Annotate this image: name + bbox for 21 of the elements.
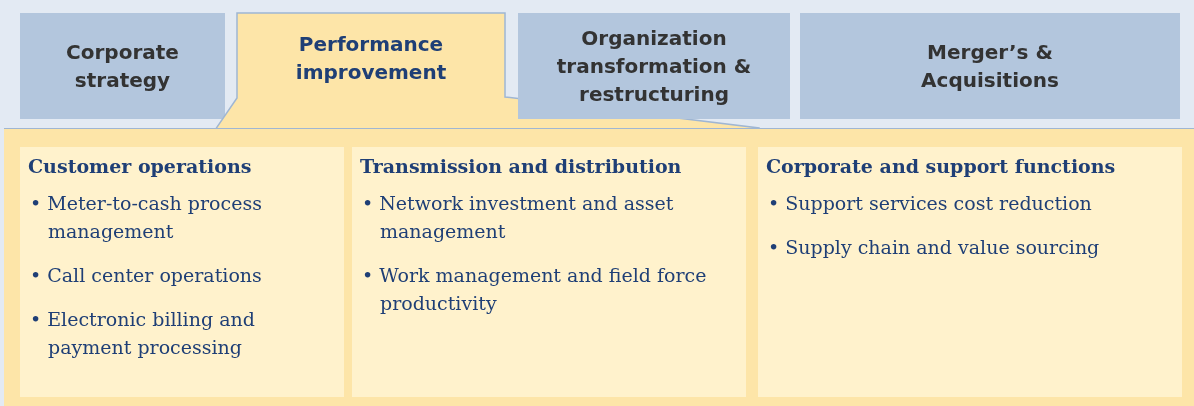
bullet-item: • Supply chain and value sourcing <box>768 235 1101 260</box>
tab-label: Organization transformation & restructuring <box>555 25 753 108</box>
tab-label: Merger’s & Acquisitions <box>920 39 1060 94</box>
card-heading: Transmission and distribution <box>360 155 683 177</box>
bullet-item: • Network investment and asset management <box>362 191 675 244</box>
category-card <box>20 147 344 397</box>
bullet-item: • Support services cost reduction <box>768 191 1093 216</box>
tab-label: Corporate strategy <box>65 39 180 94</box>
bullet-item: • Meter-to-cash process management <box>30 191 263 244</box>
bullet-item: • Electronic billing and payment processing <box>30 307 256 360</box>
tab-label: Performance improvement <box>294 31 448 86</box>
category-card <box>758 147 1182 397</box>
bullet-item: • Call center operations <box>30 263 263 288</box>
card-heading: Corporate and support functions <box>766 155 1117 177</box>
content-panel <box>4 128 1194 406</box>
tab <box>800 13 1180 119</box>
card-heading: Customer operations <box>28 155 253 177</box>
bullet-item: • Work management and field force productivity <box>362 263 708 316</box>
tab <box>518 13 790 119</box>
category-card <box>352 147 746 397</box>
tab <box>20 13 225 119</box>
